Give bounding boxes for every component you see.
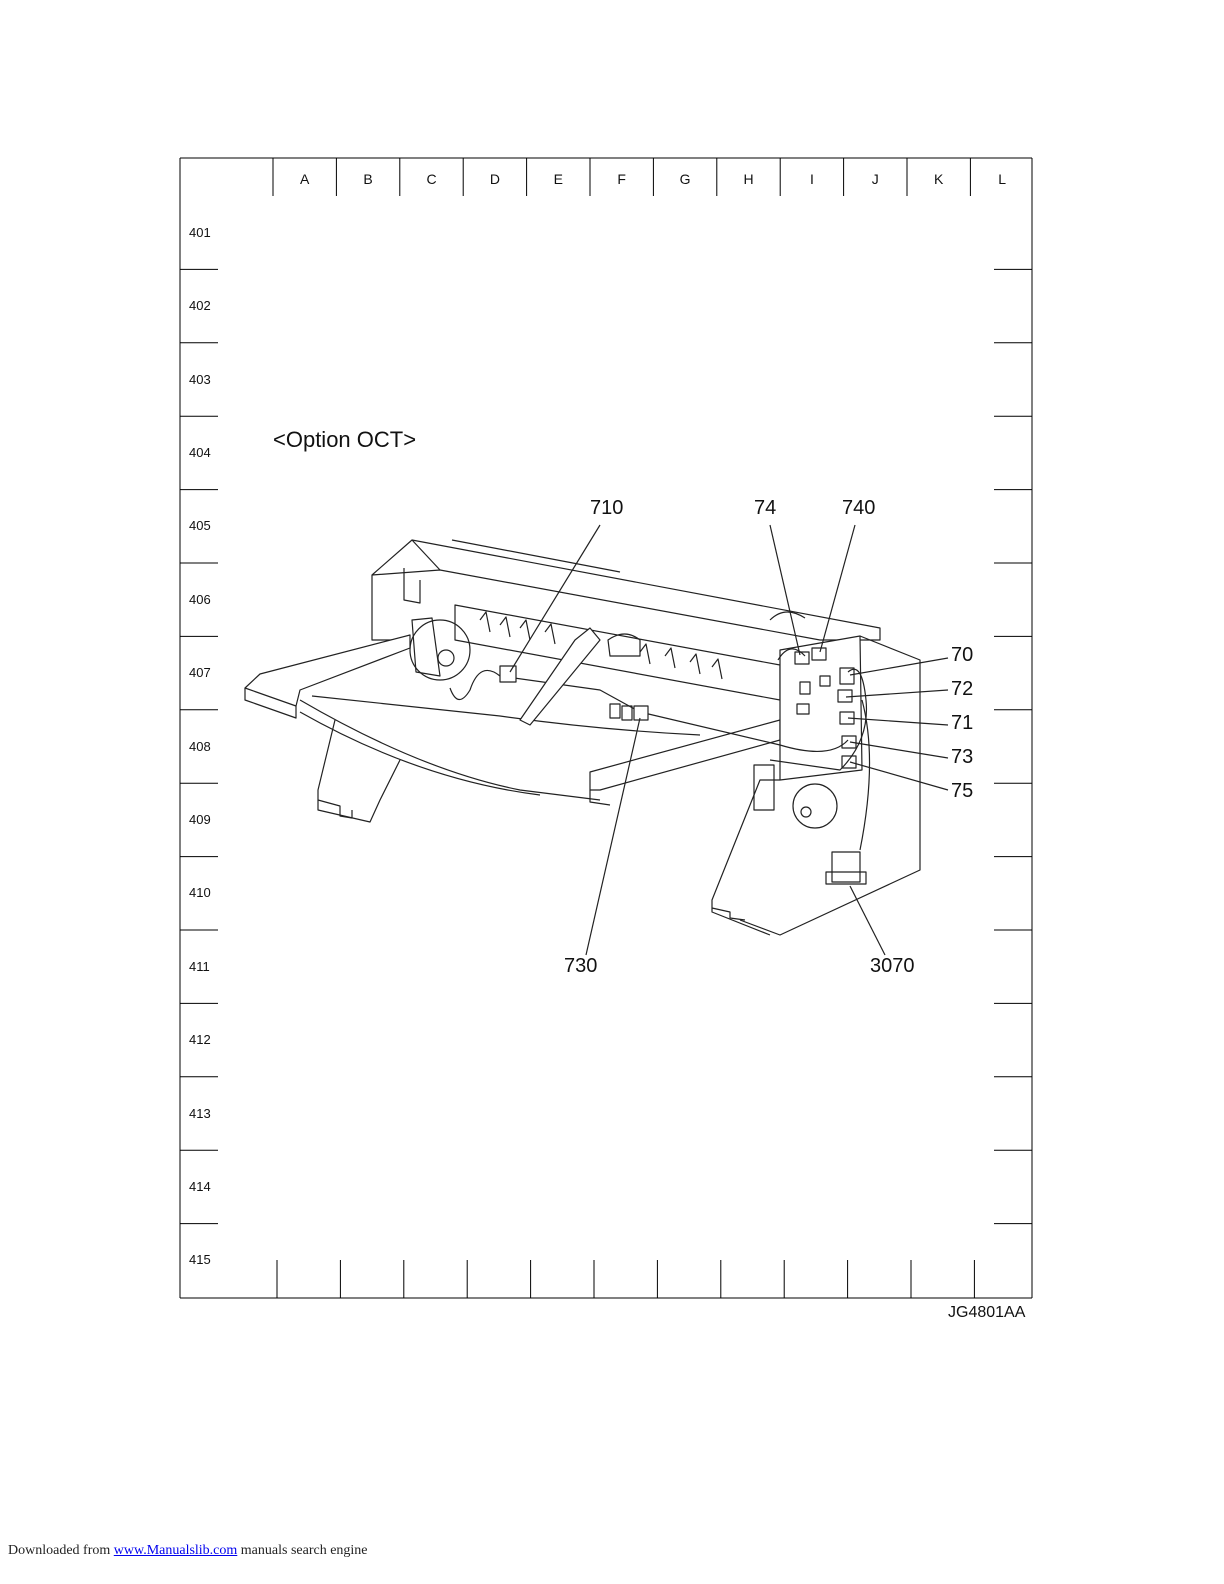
callout-70: 70 bbox=[951, 644, 973, 667]
callout-740: 740 bbox=[842, 497, 875, 520]
row-label: 414 bbox=[189, 1179, 211, 1194]
row-label: 406 bbox=[189, 592, 211, 607]
row-label: 409 bbox=[189, 812, 211, 827]
row-label: 411 bbox=[189, 959, 210, 974]
column-label: C bbox=[402, 171, 462, 187]
column-label: D bbox=[465, 171, 525, 187]
column-label: J bbox=[845, 171, 905, 187]
row-label: 404 bbox=[189, 445, 211, 460]
footer-suffix: manuals search engine bbox=[241, 1543, 368, 1558]
column-label: A bbox=[275, 171, 335, 187]
row-label: 410 bbox=[189, 885, 211, 900]
row-label: 415 bbox=[189, 1252, 211, 1267]
callout-72: 72 bbox=[951, 678, 973, 701]
drawing-code: JG4801AA bbox=[948, 1304, 1025, 1322]
column-label: H bbox=[719, 171, 779, 187]
row-label: 402 bbox=[189, 298, 211, 313]
callout-73: 73 bbox=[951, 746, 973, 769]
column-label: E bbox=[528, 171, 588, 187]
callout-74: 74 bbox=[754, 497, 776, 520]
callout-710: 710 bbox=[590, 497, 623, 520]
row-label: 407 bbox=[189, 665, 211, 680]
diagram-title: <Option OCT> bbox=[273, 427, 416, 453]
row-label: 403 bbox=[189, 372, 211, 387]
row-label: 401 bbox=[189, 225, 211, 240]
row-label: 408 bbox=[189, 739, 211, 754]
column-label: B bbox=[338, 171, 398, 187]
callout-3070: 3070 bbox=[870, 955, 915, 978]
row-label: 412 bbox=[189, 1032, 211, 1047]
row-label: 413 bbox=[189, 1106, 211, 1121]
manualslib-link[interactable]: www.Manualslib.com bbox=[114, 1543, 238, 1558]
callout-71: 71 bbox=[951, 712, 973, 735]
column-label: G bbox=[655, 171, 715, 187]
column-label: I bbox=[782, 171, 842, 187]
column-label: K bbox=[909, 171, 969, 187]
callout-730: 730 bbox=[564, 955, 597, 978]
callout-75: 75 bbox=[951, 780, 973, 803]
column-label: L bbox=[972, 171, 1032, 187]
footer-prefix: Downloaded from bbox=[8, 1543, 110, 1558]
footer: Downloaded from www.Manualslib.com manua… bbox=[8, 1543, 368, 1559]
oct-unit-drawing bbox=[245, 540, 920, 935]
row-label: 405 bbox=[189, 518, 211, 533]
column-label: F bbox=[592, 171, 652, 187]
